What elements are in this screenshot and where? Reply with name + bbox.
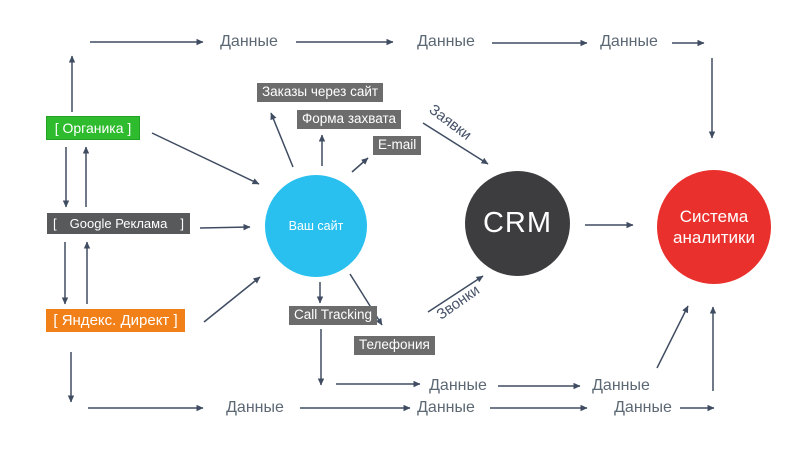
node-google-ads[interactable]: [ Google Реклама ] xyxy=(47,213,190,234)
label-data-row2-1: Данные xyxy=(417,399,475,416)
chip-telephony: Телефония xyxy=(354,336,435,355)
chip-site-orders: Заказы через сайт xyxy=(257,83,384,102)
label-data-bottom-left: Данные xyxy=(226,399,284,416)
bracket-close: ] xyxy=(180,216,184,231)
label-data-row1-1: Данные xyxy=(429,377,487,394)
node-google-ads-label: Google Реклама xyxy=(69,216,168,231)
label-data-row2-2: Данные xyxy=(614,399,672,416)
label-data-top-3: Данные xyxy=(600,33,658,50)
arrow-site-to-orders xyxy=(270,112,294,168)
chip-email: E-mail xyxy=(373,136,422,155)
node-organic[interactable]: [ Органика ] xyxy=(46,116,140,140)
label-data-top-2: Данные xyxy=(417,33,475,50)
label-data-top-1: Данные xyxy=(220,33,278,50)
arrow-diag-to-analytics xyxy=(656,305,689,369)
arrow-calls-to-crm xyxy=(427,275,484,313)
node-crm-label: CRM xyxy=(482,207,553,239)
bracket-open: [ xyxy=(53,216,57,231)
arrow-organic-to-site xyxy=(151,132,260,185)
node-website[interactable]: Ваш сайт xyxy=(265,175,367,277)
label-data-row1-2: Данные xyxy=(592,377,650,394)
chip-call-tracking: Call Tracking xyxy=(289,306,378,325)
node-website-label: Ваш сайт xyxy=(288,219,344,233)
node-analytics-label: Система аналитики xyxy=(673,206,755,247)
arrow-yandex-to-site xyxy=(203,276,261,323)
node-analytics-system[interactable]: Система аналитики xyxy=(657,170,771,284)
node-crm[interactable]: CRM xyxy=(465,171,570,276)
arrow-site-to-email xyxy=(351,157,369,173)
arrow-google-to-site xyxy=(199,223,251,231)
arrow-leads-to-crm xyxy=(422,122,489,165)
node-yandex-direct[interactable]: [ Яндекс. Директ ] xyxy=(46,309,185,332)
chip-capture-form: Форма захвата xyxy=(297,110,402,129)
